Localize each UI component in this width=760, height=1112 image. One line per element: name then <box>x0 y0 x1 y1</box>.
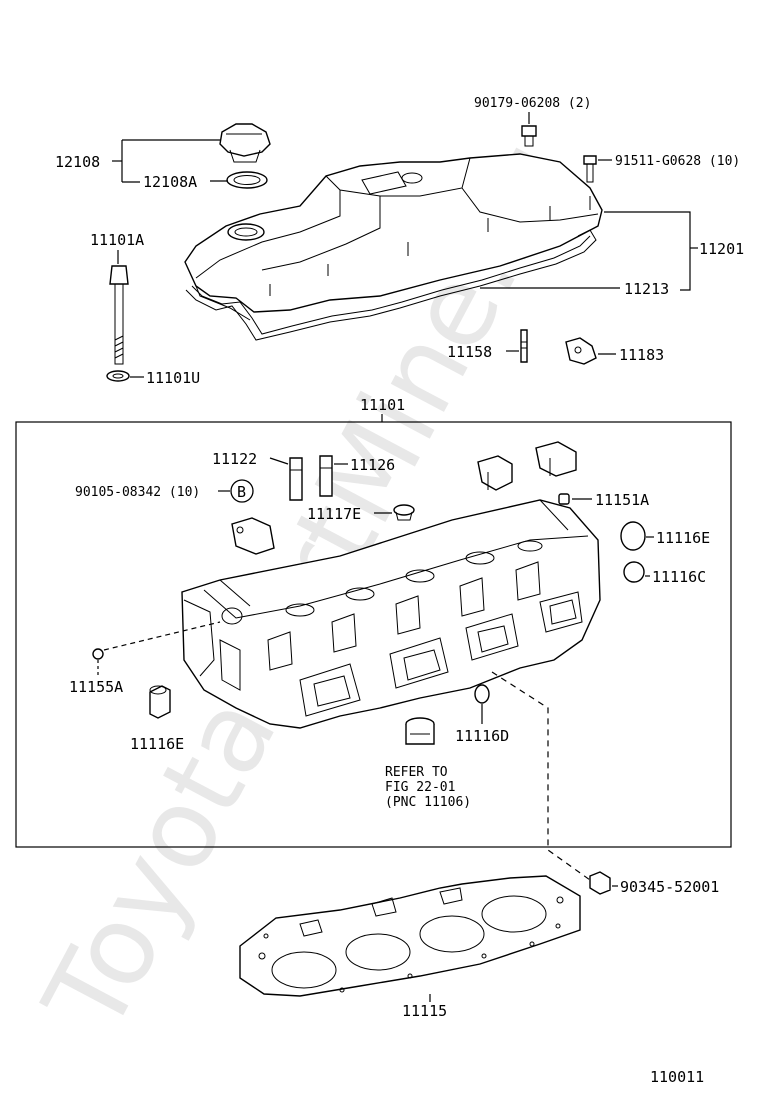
drain-plug-90345 <box>589 871 611 895</box>
label-11116C: 11116C <box>652 568 706 586</box>
cylinder-head-gasket <box>239 875 581 997</box>
plug-11117E <box>393 504 415 521</box>
label-12108: 12108 <box>55 153 100 171</box>
cover-gasket <box>185 229 597 341</box>
plug-11116C <box>623 561 645 583</box>
plug-11116D <box>474 684 490 704</box>
refer-text-line2: FIG 22-01 <box>385 780 455 795</box>
label-11116E-right: 11116E <box>656 529 710 547</box>
label-11122: 11122 <box>212 450 257 468</box>
label-91511: 91511-G0628 (10) <box>615 154 740 169</box>
valve-guide-11122 <box>289 457 303 501</box>
oil-filler-cap <box>219 123 271 163</box>
reference-b-text: B <box>237 483 246 501</box>
label-11101A: 11101A <box>90 231 144 249</box>
label-11151A: 11151A <box>595 491 649 509</box>
label-12108A: 12108A <box>143 173 197 191</box>
valve-guide-11126 <box>319 455 333 497</box>
head-bolt <box>109 265 129 365</box>
label-11126: 11126 <box>350 456 395 474</box>
bearing-cap-right <box>535 441 577 477</box>
refer-text-line1: REFER TO <box>385 765 448 780</box>
cylinder-head-cover <box>184 153 603 321</box>
label-90105: 90105-08342 (10) <box>75 485 200 500</box>
label-11155A: 11155A <box>69 678 123 696</box>
label-11213: 11213 <box>624 280 669 298</box>
label-11183: 11183 <box>619 346 664 364</box>
stud-11158 <box>520 329 528 363</box>
label-11116D: 11116D <box>455 727 509 745</box>
bearing-cap-mid <box>477 455 513 491</box>
reference-marker-b <box>230 479 254 503</box>
label-90345: 90345-52001 <box>620 878 719 896</box>
plug-11116E-right <box>620 521 646 551</box>
pin-11155A <box>92 648 104 660</box>
label-11116E-left: 11116E <box>130 735 184 753</box>
label-11158: 11158 <box>447 343 492 361</box>
figure-number: 110011 <box>650 1068 704 1086</box>
label-11101U: 11101U <box>146 369 200 387</box>
refer-text-line3: (PNC 11106) <box>385 795 471 810</box>
bearing-cap-left <box>231 517 275 555</box>
frame-label: 11101 <box>360 396 405 414</box>
label-11201: 11201 <box>699 240 744 258</box>
bracket-11183 <box>565 337 597 365</box>
stud-91511 <box>583 155 597 183</box>
label-90179: 90179-06208 (2) <box>474 96 591 111</box>
cylinder-head <box>181 499 601 729</box>
pin-11151A <box>558 493 570 505</box>
label-11117E: 11117E <box>307 505 361 523</box>
head-bolt-washer <box>106 370 130 382</box>
plug-11116E-left <box>149 685 171 719</box>
valve-seat-insert <box>405 717 435 745</box>
cylinder-head-frame <box>15 421 732 848</box>
label-11115: 11115 <box>402 1002 447 1020</box>
cap-gasket <box>226 171 268 189</box>
bolt-90179 <box>521 125 537 147</box>
